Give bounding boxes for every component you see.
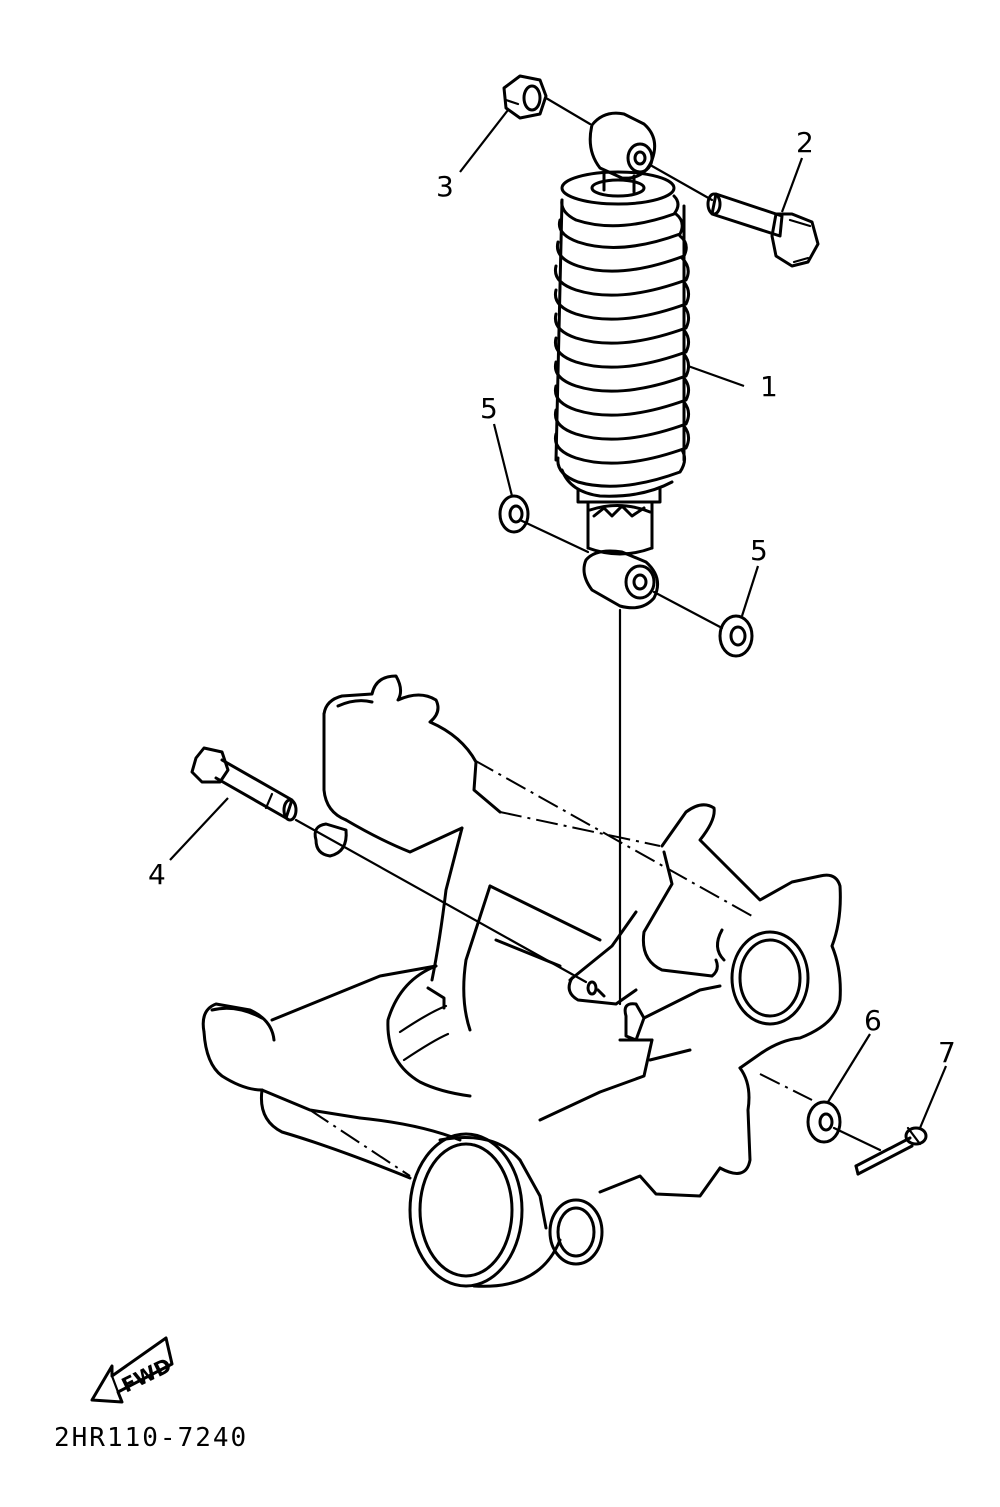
- assembly-reference-lines: [294, 96, 882, 1177]
- leader-5b: [740, 565, 760, 617]
- part-5-washer-left: [498, 494, 530, 534]
- leader-2: [780, 157, 804, 213]
- leader-7: [918, 1065, 948, 1129]
- leader-3: [459, 109, 509, 173]
- callout-labels: 1 2 3 4 5 5 6 7: [148, 126, 956, 1069]
- callout-3: 3: [436, 170, 454, 203]
- callout-1: 1: [760, 370, 778, 403]
- callout-5-left: 5: [480, 392, 498, 425]
- callout-6: 6: [864, 1004, 882, 1037]
- callout-7: 7: [938, 1036, 956, 1069]
- rear-arm: [201, 674, 842, 1288]
- callout-leaders: [169, 109, 948, 1129]
- part-4-bolt: [190, 746, 298, 822]
- callout-2: 2: [796, 126, 814, 159]
- part-2-bolt: [706, 192, 820, 268]
- part-7-cotter-pin: [854, 1126, 928, 1176]
- leader-6: [827, 1033, 871, 1103]
- part-6-washer: [806, 1100, 842, 1144]
- leader-5a: [492, 423, 514, 497]
- drawing-code: 2HR110-7240: [54, 1423, 248, 1453]
- forward-direction-arrow: FWD: [90, 1336, 176, 1404]
- part-5-washer-right: [718, 614, 754, 658]
- part-1-shock-absorber: [553, 111, 691, 610]
- callout-4: 4: [148, 858, 166, 891]
- part-3-nut: [502, 74, 548, 120]
- leader-1: [687, 364, 745, 388]
- fwd-label: FWD: [118, 1353, 176, 1398]
- callout-5-right: 5: [750, 534, 768, 567]
- leader-4: [169, 797, 229, 861]
